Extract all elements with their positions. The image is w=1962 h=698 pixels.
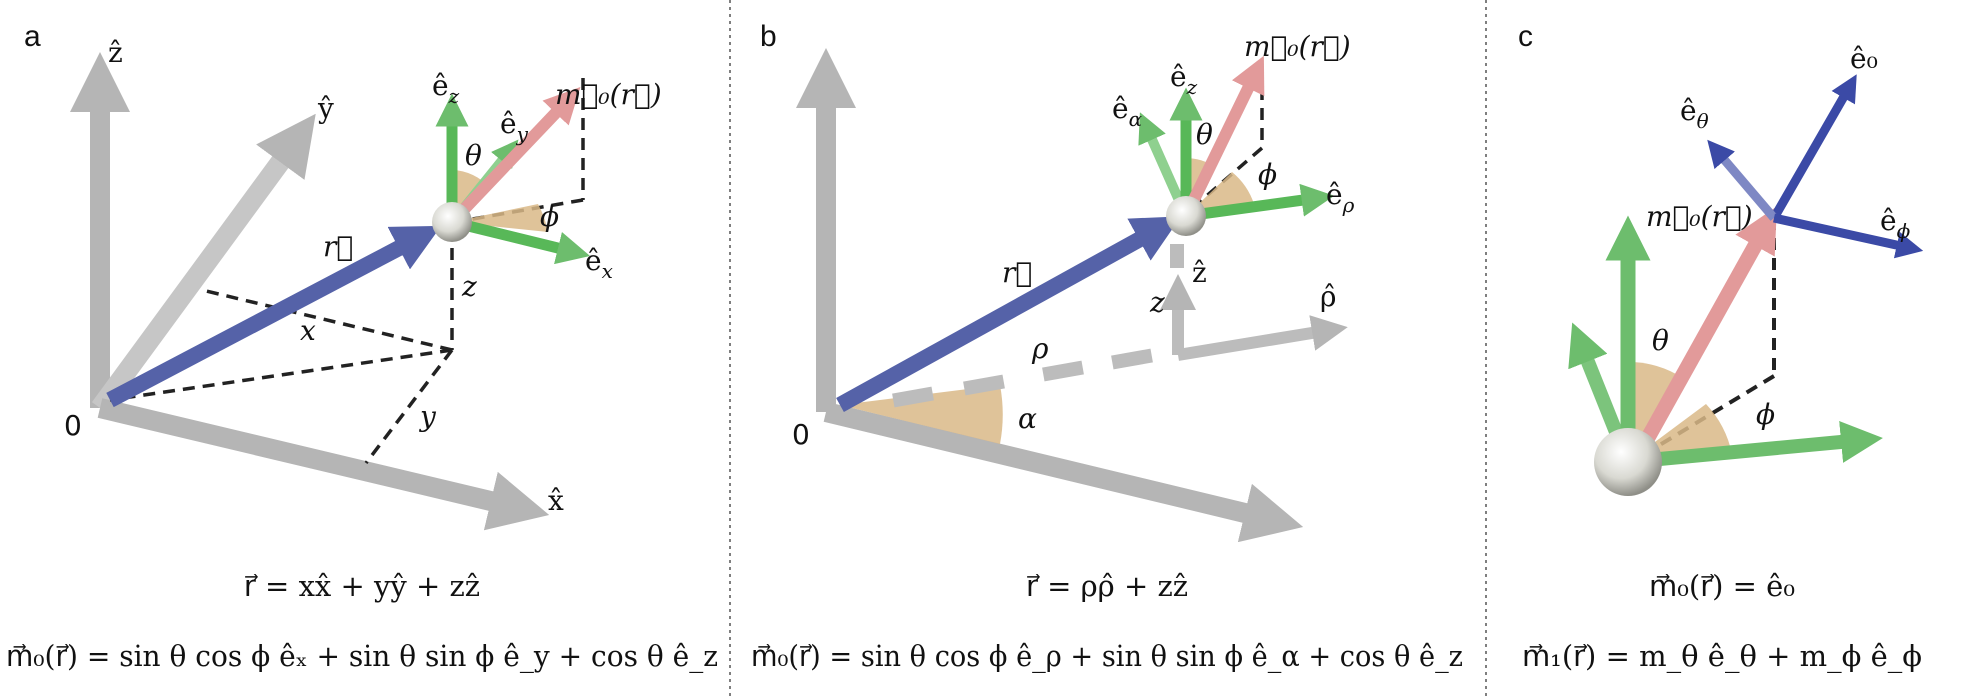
r-vector-arrow bbox=[836, 216, 1182, 413]
alpha-label: α bbox=[1018, 402, 1037, 435]
panel-c: c ê₀ êθ êϕ m⃗₀(r⃗) θ ϕ m⃗₀(r⃗) = ê₀ m⃗₁(… bbox=[1518, 20, 1924, 674]
e-x-label: êx bbox=[585, 244, 613, 283]
e-phi-base-arrow bbox=[1627, 421, 1883, 469]
r-vector-arrow bbox=[106, 225, 442, 408]
axis-y-arrow bbox=[91, 113, 316, 414]
position-sphere bbox=[432, 202, 472, 242]
origin-label: 0 bbox=[792, 418, 810, 451]
e-alpha-label: êα bbox=[1112, 92, 1143, 131]
r-vector-label: r⃗ bbox=[1002, 256, 1032, 289]
theta-label: θ bbox=[1652, 324, 1669, 357]
e-phi-label: êϕ bbox=[1880, 204, 1911, 243]
m0-label: m⃗₀(r⃗) bbox=[1646, 200, 1753, 233]
e-y-label: êy bbox=[500, 107, 529, 146]
y-component-label: y bbox=[418, 400, 437, 433]
panel-c-letter: c bbox=[1518, 20, 1533, 53]
m0-label: m⃗₀(r⃗) bbox=[1244, 30, 1351, 63]
rho-label: ρ bbox=[1031, 332, 1049, 365]
e-0-arrow bbox=[1770, 74, 1857, 221]
m0-label: m⃗₀(r⃗) bbox=[555, 78, 662, 111]
rho-dashed-path bbox=[892, 348, 1153, 408]
position-sphere bbox=[1594, 428, 1662, 496]
panel-c-equation-1: m⃗₀(r⃗) = ê₀ bbox=[1649, 569, 1795, 603]
z-label: z bbox=[1149, 286, 1165, 319]
panel-b-equation-2: m⃗₀(r⃗) = sin θ cos ϕ ê_ρ + sin θ sin ϕ … bbox=[751, 639, 1463, 674]
z-hat-label: ẑ bbox=[1192, 256, 1207, 289]
panel-b-equation-1: r⃗ = ρρ̂ + zẑ bbox=[1026, 569, 1188, 603]
panel-b-letter: b bbox=[760, 20, 777, 53]
r-vector-label: r⃗ bbox=[323, 230, 353, 263]
phi-angle-wedge bbox=[452, 204, 548, 232]
e-z-label: êz bbox=[432, 69, 460, 108]
theta-label: θ bbox=[1196, 118, 1213, 151]
phi-label: ϕ bbox=[1258, 158, 1277, 191]
phi-label: ϕ bbox=[540, 200, 559, 233]
axis-x-arrow bbox=[97, 398, 550, 531]
rho-hat-arrow bbox=[1177, 315, 1348, 361]
e-x-arrow bbox=[450, 216, 591, 265]
phi-label: ϕ bbox=[1756, 398, 1775, 431]
panel-b: b 0 α ρ ρ̂ ẑ z r⃗ bbox=[751, 20, 1463, 674]
e-theta-arrow bbox=[1707, 139, 1778, 221]
e-rho-label: êρ bbox=[1326, 178, 1355, 217]
e-phi-arrow bbox=[1773, 213, 1924, 259]
panel-a-equation-1: r⃗ = xx̂ + yŷ + zẑ bbox=[244, 569, 480, 603]
x-component-label: x bbox=[300, 314, 316, 347]
axis-y-label: ŷ bbox=[317, 92, 334, 125]
panel-a-letter: a bbox=[24, 20, 41, 53]
origin-label: 0 bbox=[64, 409, 82, 442]
e-rho-arrow bbox=[1185, 183, 1335, 222]
axis-z-label: ẑ bbox=[108, 36, 123, 69]
rho-hat-label: ρ̂ bbox=[1320, 280, 1336, 313]
panel-c-equation-2: m⃗₁(r⃗) = m_θ ê_θ + m_ϕ ê_ϕ bbox=[1522, 639, 1922, 674]
axis-x-label: x̂ bbox=[548, 484, 564, 517]
m0-arrow bbox=[1180, 55, 1265, 219]
z-dashed-segment bbox=[1170, 244, 1184, 268]
theta-label: θ bbox=[465, 139, 482, 172]
position-sphere bbox=[1166, 196, 1206, 236]
z-component-label: z bbox=[461, 270, 477, 303]
e-theta-label: êθ bbox=[1680, 94, 1709, 133]
e-0-label: ê₀ bbox=[1850, 42, 1878, 75]
e-z-label: êz bbox=[1170, 60, 1198, 99]
axis-horizontal-arrow bbox=[823, 402, 1304, 543]
alpha-angle-wedge bbox=[840, 385, 1003, 444]
panel-a: a ẑ ŷ x̂ 0 r⃗ x y z êz êy bbox=[6, 20, 718, 674]
m0-arrow bbox=[447, 86, 581, 227]
panel-a-equation-2: m⃗₀(r⃗) = sin θ cos ϕ êₓ + sin θ sin ϕ ê… bbox=[6, 639, 718, 674]
m0-arrow bbox=[1633, 206, 1777, 456]
